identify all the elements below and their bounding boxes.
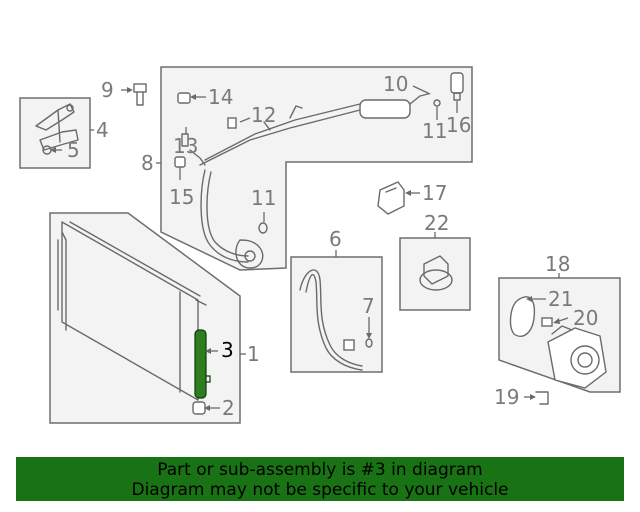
clamp-part: [419, 255, 453, 291]
compressor-part: [547, 325, 607, 389]
banner-line-disclaimer: Diagram may not be specific to your vehi…: [131, 480, 509, 500]
callout-15: 15: [169, 185, 194, 209]
discharge-hose-part: [189, 93, 429, 269]
callout-6: 6: [329, 227, 342, 251]
callout-13: 13: [173, 134, 198, 158]
callout-20: 20: [573, 306, 598, 330]
panel-liquid-tube-group: [290, 256, 383, 373]
panel-clamp-group: [399, 237, 471, 311]
callout-12: 12: [251, 103, 276, 127]
bracket-part: [35, 103, 79, 151]
receiver-drier-highlight: [194, 329, 211, 399]
callout-7: 7: [362, 294, 375, 318]
callout-3: 3: [221, 338, 234, 362]
callout-4: 4: [96, 118, 109, 142]
insulator-part: [377, 181, 405, 215]
callout-8: 8: [141, 151, 154, 175]
condenser-part: [57, 221, 207, 401]
callout-17: 17: [422, 181, 447, 205]
banner-line-part-number: Part or sub-assembly is #3 in diagram: [157, 460, 483, 480]
callout-2: 2: [222, 396, 235, 420]
callout-1: 1: [247, 342, 260, 366]
callout-11-lower: 11: [251, 186, 276, 210]
panel-bracket-group: [19, 97, 91, 169]
callout-14: 14: [208, 85, 233, 109]
callout-16: 16: [446, 113, 471, 137]
callout-18: 18: [545, 252, 570, 276]
valve-part: [227, 117, 237, 129]
liquid-tube-part: [299, 269, 363, 371]
plug-part: [541, 317, 553, 327]
cap-lower-part: [174, 156, 186, 168]
seal-part: [433, 99, 441, 107]
callout-9: 9: [101, 78, 114, 102]
o-ring-part: [258, 222, 268, 234]
callout-19: 19: [494, 385, 519, 409]
callout-11-upper: 11: [422, 119, 447, 143]
panel-condenser-group: [49, 212, 241, 424]
part-info-banner: Part or sub-assembly is #3 in diagram Di…: [16, 457, 624, 501]
cap-bottom-part: [192, 401, 206, 415]
bolt-part: [133, 83, 147, 106]
sensor-part: [450, 72, 464, 101]
callout-5: 5: [67, 138, 80, 162]
callout-21: 21: [548, 287, 573, 311]
parts-diagram: 1 2 3 4 5 6 7 8 9 10 11 11 12 13 14 15 1…: [19, 66, 621, 424]
callout-22: 22: [424, 211, 449, 235]
callout-10: 10: [383, 72, 408, 96]
cap-part: [177, 92, 191, 104]
bracket-19-part: [535, 391, 549, 405]
